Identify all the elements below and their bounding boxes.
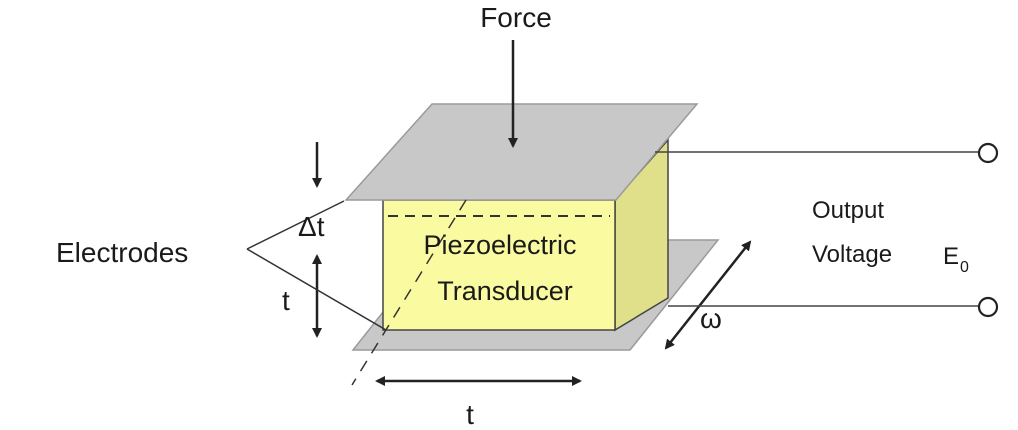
electrodes-label: Electrodes: [56, 237, 188, 268]
top-electrode-plate: [344, 103, 699, 201]
omega-label: ω: [700, 303, 722, 334]
output-terminal-top: [977, 142, 999, 164]
body-label-line1: Piezoelectric: [423, 230, 576, 260]
width-label: t: [466, 399, 474, 430]
depth-omega-arrow: [664, 240, 752, 350]
delta-t-label: Δt: [298, 211, 325, 242]
output-voltage-symbol: E: [943, 243, 959, 270]
output-terminal-bottom: [977, 296, 999, 318]
electrodes-leader-bottom: [246, 248, 387, 331]
thickness-label: t: [282, 285, 290, 316]
output-label-line2: Voltage: [812, 241, 892, 268]
body-label-line2: Transducer: [437, 276, 573, 306]
output-label-line1: Output: [812, 197, 884, 224]
crystal-front-face: [382, 199, 616, 331]
output-voltage-subscript: 0: [960, 259, 969, 276]
depth-dashed-line: [351, 199, 467, 386]
force-label: Force: [480, 2, 552, 33]
electrodes-leader-top: [246, 200, 345, 250]
